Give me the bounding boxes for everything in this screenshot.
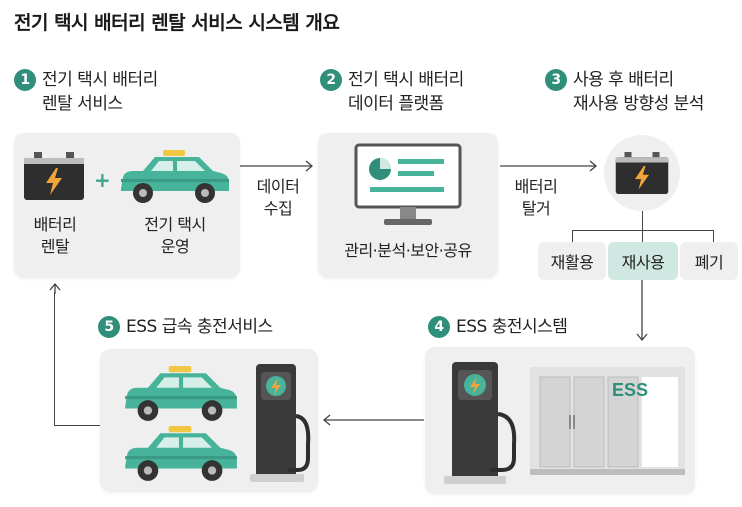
ess-container-icon [530,367,685,475]
battery-rental-label-line1: 배터리 [33,215,77,234]
battery-detach-label-line2: 탈거 [521,199,551,218]
step-4-heading: 4 ESS 충전시스템 [428,315,568,339]
arrow-left-icon [322,414,424,426]
step-number: 1 [14,69,36,91]
battery-rental-label-line2: 렌탈 [40,237,70,256]
data-collection-label-line1: 데이터 [256,177,300,196]
feedback-line [54,425,100,426]
battery-detach-label: 배터리 탈거 [506,176,566,220]
step-number: 2 [320,69,342,91]
step-1-heading: 1 전기 택시 배터리 렌탈 서비스 [14,68,158,116]
taxi-icon [125,426,237,481]
data-collection-label-line2: 수집 [263,199,293,218]
monitor-icon [354,143,462,225]
step-3-title-line2: 재사용 방향성 분석 [573,94,704,114]
arrow-right-icon [240,160,314,172]
data-collection-label: 데이터 수집 [248,176,308,220]
step-1-title-line2: 렌탈 서비스 [42,94,123,114]
page-title: 전기 택시 배터리 렌탈 서비스 시스템 개요 [14,12,340,34]
step-number: 3 [545,69,567,91]
arrow-right-icon [500,160,598,172]
step-5-title: ESS 급속 충전서비스 [126,317,273,337]
feedback-line [54,292,55,426]
taxi-operation-label: 전기 택시 운영 [125,214,225,258]
connector-line [642,211,643,230]
platform-functions-label: 관리·분석·보안·공유 [344,241,472,260]
connector-line [572,230,573,242]
battery-icon [615,152,669,194]
battery-rental-label: 배터리 렌탈 [20,214,90,258]
arrow-down-icon [636,280,648,342]
battery-icon [24,152,84,200]
arrow-up-icon [49,282,61,294]
step-4-title: ESS 충전시스템 [456,317,568,337]
option-reuse: 재사용 [608,242,678,280]
step-3-heading: 3 사용 후 배터리 재사용 방향성 분석 [545,68,704,116]
option-recycle: 재활용 [538,242,606,280]
connector-line [572,230,714,231]
charger-icon [250,364,311,482]
option-dispose: 폐기 [680,242,738,280]
step-number: 4 [428,316,450,338]
ess-label: ESS [612,380,649,400]
step-5-heading: 5 ESS 급속 충전서비스 [98,315,273,339]
taxi-icon [121,150,229,203]
connector-line [642,230,643,242]
plus-sign: + [94,168,111,192]
step-number: 5 [98,316,120,338]
charger-icon [444,362,517,484]
taxi-operation-label-line1: 전기 택시 [144,215,206,234]
connector-line [713,230,714,242]
step-2-heading: 2 전기 택시 배터리 데이터 플랫폼 [320,68,464,116]
battery-detach-label-line1: 배터리 [514,177,558,196]
taxi-icon [125,366,237,421]
step-2-title-line2: 데이터 플랫폼 [348,94,444,114]
step-3-title-line1: 사용 후 배터리 [573,70,674,90]
step-1-title-line1: 전기 택시 배터리 [42,70,158,90]
rental-service-panel [14,133,240,278]
step-2-title-line1: 전기 택시 배터리 [348,70,464,90]
taxi-operation-label-line2: 운영 [160,237,190,256]
